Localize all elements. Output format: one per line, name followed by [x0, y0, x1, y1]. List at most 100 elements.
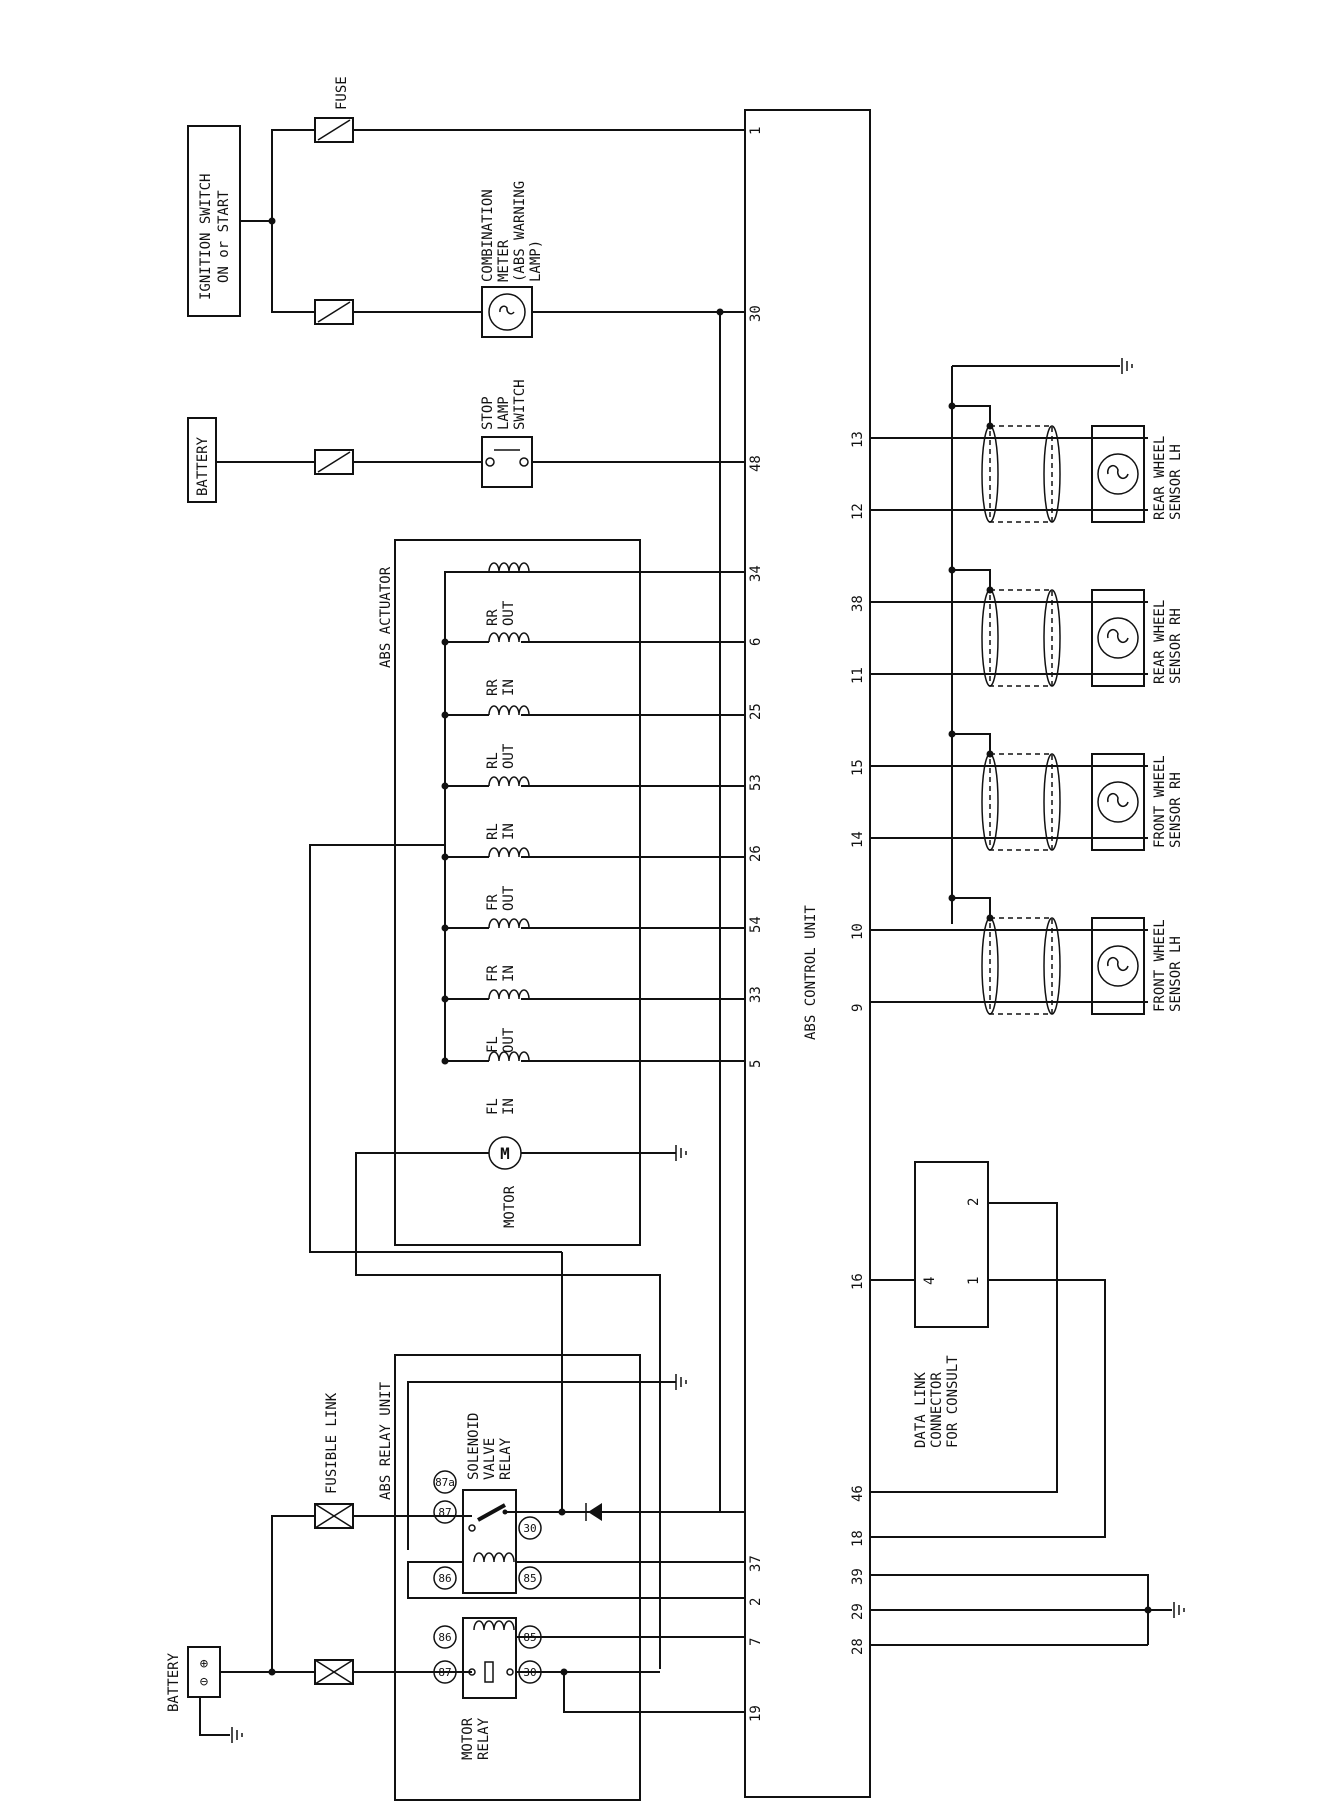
relay-pin-badges: 87a 87 30 86 85 86 85 87 30: [433, 1470, 542, 1684]
pin-28: 28: [850, 1638, 866, 1655]
abs-relay-unit: ABS RELAY UNIT: [378, 1354, 641, 1801]
battery-minus-symbol: ⊖: [200, 1674, 209, 1690]
solenoid-label-2: IN: [501, 823, 517, 840]
battery-top-label: BATTERY: [195, 436, 211, 496]
solenoid-label-2: OUT: [501, 743, 517, 769]
solenoid-label-2: IN: [501, 1098, 517, 1115]
combo-label-2: METER: [496, 239, 512, 282]
solenoid-label: FR: [485, 894, 501, 911]
solenoid-label-2: OUT: [501, 885, 517, 911]
abs-actuator: ABS ACTUATOR: [378, 539, 641, 1246]
pin-badge-86-sv: 86: [438, 1572, 451, 1585]
dlc-pin-2: 2: [966, 1198, 982, 1206]
battery-plus-symbol: ⊕: [200, 1656, 209, 1672]
sensor-label: REAR WHEEL: [1152, 436, 1168, 520]
combo-label-4: LAMP): [528, 240, 544, 282]
pin-badge-87-sv: 87: [438, 1506, 451, 1519]
solenoid-label-2: IN: [501, 965, 517, 982]
solenoid-label: RR: [485, 609, 501, 626]
pin-2: 2: [748, 1598, 764, 1606]
sensor-label-2: SENSOR LH: [1168, 936, 1184, 1012]
pin-13: 13: [850, 431, 866, 448]
combo-label-3: (ABS WARNING: [512, 181, 528, 282]
pin-9: 9: [850, 1004, 866, 1012]
fuse-icon-ignition: [314, 299, 354, 325]
pin-16: 16: [850, 1273, 866, 1290]
pin-38: 38: [850, 595, 866, 612]
sensor-label: FRONT WHEEL: [1152, 755, 1168, 848]
stop-label-2: LAMP: [496, 396, 512, 430]
sensor-label-2: SENSOR LH: [1168, 444, 1184, 520]
battery-bottom: ⊖ ⊕ BATTERY: [166, 1646, 221, 1712]
combo-label-1: COMBINATION: [480, 189, 496, 282]
pin-53: 53: [748, 774, 764, 791]
sensor-label: FRONT WHEEL: [1152, 919, 1168, 1012]
solenoid-label: FR: [485, 965, 501, 982]
pin-12: 12: [850, 503, 866, 520]
pin-badge-86-m: 86: [438, 1631, 451, 1644]
stop-label-3: SWITCH: [512, 379, 528, 430]
solenoid-label-2: IN: [501, 679, 517, 696]
solenoid-label-1: SOLENOID: [466, 1413, 482, 1480]
pin-37: 37: [748, 1555, 764, 1572]
pin-34: 34: [748, 565, 764, 582]
pin-15: 15: [850, 759, 866, 776]
stop-lamp-switch: STOP LAMP SWITCH: [480, 379, 533, 488]
pin-26: 26: [748, 845, 764, 862]
motor-relay-label-2: RELAY: [476, 1717, 492, 1760]
sensor-label: REAR WHEEL: [1152, 600, 1168, 684]
pin-46: 46: [850, 1485, 866, 1502]
pin-30: 30: [748, 305, 764, 322]
abs-control-unit: ABS CONTROL UNIT: [744, 109, 871, 1798]
pin-25: 25: [748, 703, 764, 720]
dlc-label-3: FOR CONSULT: [945, 1355, 961, 1448]
data-link-connector: 4 1 2 DATA LINK CONNECTOR FOR CONSULT: [913, 1161, 989, 1448]
fuse-label: FUSE: [334, 76, 350, 110]
fusible-link-icon: FUSIBLE LINK: [314, 1392, 354, 1529]
solenoid-label-2: OUT: [501, 600, 517, 626]
dlc-label-2: CONNECTOR: [929, 1372, 945, 1448]
pin-1: 1: [748, 127, 764, 135]
sensor-label-2: SENSOR RH: [1168, 608, 1184, 684]
solenoid-label-3: RELAY: [498, 1437, 514, 1480]
solenoid-label: RR: [485, 679, 501, 696]
pin-11: 11: [850, 667, 866, 684]
pin-48: 48: [748, 455, 764, 472]
solenoid-label-2: VALVE: [482, 1438, 498, 1480]
fusible-link-icon-2: [314, 1659, 354, 1685]
solenoid-label-2: OUT: [501, 1027, 517, 1053]
solenoid-label: FL: [485, 1036, 501, 1053]
pin-19: 19: [748, 1705, 764, 1722]
abs-control-unit-label: ABS CONTROL UNIT: [803, 905, 819, 1040]
dlc-pin-1: 1: [966, 1277, 982, 1285]
fusible-link-label: FUSIBLE LINK: [324, 1392, 340, 1494]
pin-badge-30-sv: 30: [523, 1522, 536, 1535]
sensor-label-2: SENSOR RH: [1168, 772, 1184, 848]
motor-relay: MOTOR RELAY: [460, 1617, 517, 1760]
solenoid-label: FL: [485, 1098, 501, 1115]
motor-label: MOTOR: [502, 1185, 518, 1228]
fuse-icon: FUSE: [314, 76, 354, 143]
pin-14: 14: [850, 831, 866, 848]
solenoid-label: RL: [485, 752, 501, 769]
motor-symbol: M: [500, 1144, 510, 1163]
ignition-switch: IGNITION SWITCH ON or START: [187, 125, 241, 317]
pin-29: 29: [850, 1603, 866, 1620]
battery-bottom-label: BATTERY: [166, 1652, 182, 1712]
pin-10: 10: [850, 923, 866, 940]
pin-numbers: 1 30 48 34 6 25 53 26 54 33 5 37 2 7 19 …: [748, 127, 866, 1722]
motor-icon: M MOTOR: [488, 1136, 522, 1228]
solenoid-valve-relay: SOLENOID VALVE RELAY: [462, 1413, 517, 1594]
abs-relay-unit-label: ABS RELAY UNIT: [378, 1381, 394, 1500]
dlc-label-1: DATA LINK: [913, 1372, 929, 1448]
